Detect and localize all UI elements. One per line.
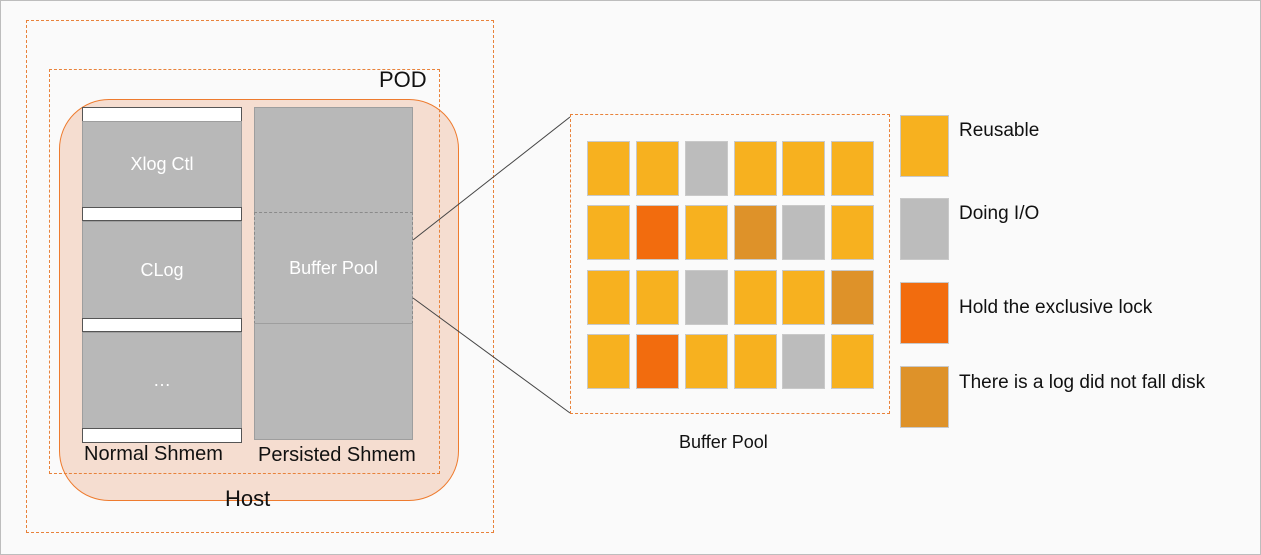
legend-swatch-doing-io	[900, 198, 949, 260]
buffer-cell	[587, 334, 630, 389]
buffer-cell	[734, 334, 777, 389]
legend-swatch-exclusive-lock	[900, 282, 949, 344]
legend-label-exclusive-lock: Hold the exclusive lock	[959, 297, 1153, 318]
normal-shmem-strip-top	[82, 107, 242, 122]
legend-label-log-not-flushed: There is a log did not fall disk	[959, 372, 1206, 393]
clog-block: CLog	[82, 221, 242, 319]
ellipsis-block: …	[82, 332, 242, 429]
buffer-cell	[831, 141, 874, 196]
legend-label-reusable: Reusable	[959, 120, 1040, 141]
persisted-block-bottom	[254, 323, 413, 440]
buffer-cell	[782, 205, 825, 260]
buffer-cell	[685, 334, 728, 389]
buffer-cell	[636, 205, 679, 260]
buffer-pool-block: Buffer Pool	[254, 212, 413, 324]
buffer-pool-detail-box	[570, 114, 890, 414]
buffer-pool-block-label: Buffer Pool	[289, 257, 378, 278]
xlog-ctl-block: Xlog Ctl	[82, 121, 242, 208]
normal-shmem-strip-2	[82, 207, 242, 221]
host-label: Host	[225, 486, 271, 511]
normal-shmem-caption: Normal Shmem	[84, 443, 223, 465]
buffer-cell	[587, 205, 630, 260]
legend-swatch-log-not-flushed	[900, 366, 949, 428]
legend-label-doing-io: Doing I/O	[959, 203, 1040, 224]
normal-shmem-strip-3	[82, 318, 242, 332]
persisted-shmem-caption: Persisted Shmem	[258, 444, 416, 466]
outer-dashed-box	[26, 20, 494, 533]
xlog-ctl-label: Xlog Ctl	[130, 154, 194, 174]
persisted-block-top	[254, 107, 413, 213]
buffer-cell	[782, 270, 825, 325]
buffer-cell	[587, 270, 630, 325]
buffer-cell	[587, 141, 630, 196]
buffer-pool-caption: Buffer Pool	[679, 432, 768, 452]
buffer-cell	[831, 205, 874, 260]
buffer-cell	[685, 270, 728, 325]
buffer-cell	[734, 205, 777, 260]
legend-swatch-reusable	[900, 115, 949, 177]
buffer-cell	[636, 334, 679, 389]
buffer-cell	[636, 141, 679, 196]
buffer-cell	[685, 205, 728, 260]
buffer-cell	[831, 270, 874, 325]
buffer-cell	[734, 270, 777, 325]
buffer-cell	[782, 334, 825, 389]
buffer-cell	[685, 141, 728, 196]
pod-dashed-box	[49, 69, 440, 474]
ellipsis-label: …	[153, 370, 171, 390]
buffer-cell	[636, 270, 679, 325]
buffer-cell	[782, 141, 825, 196]
pod-label: POD	[379, 67, 427, 92]
clog-label: CLog	[140, 259, 184, 280]
buffer-cell	[734, 141, 777, 196]
normal-shmem-strip-bottom	[82, 428, 242, 443]
buffer-cell	[831, 334, 874, 389]
